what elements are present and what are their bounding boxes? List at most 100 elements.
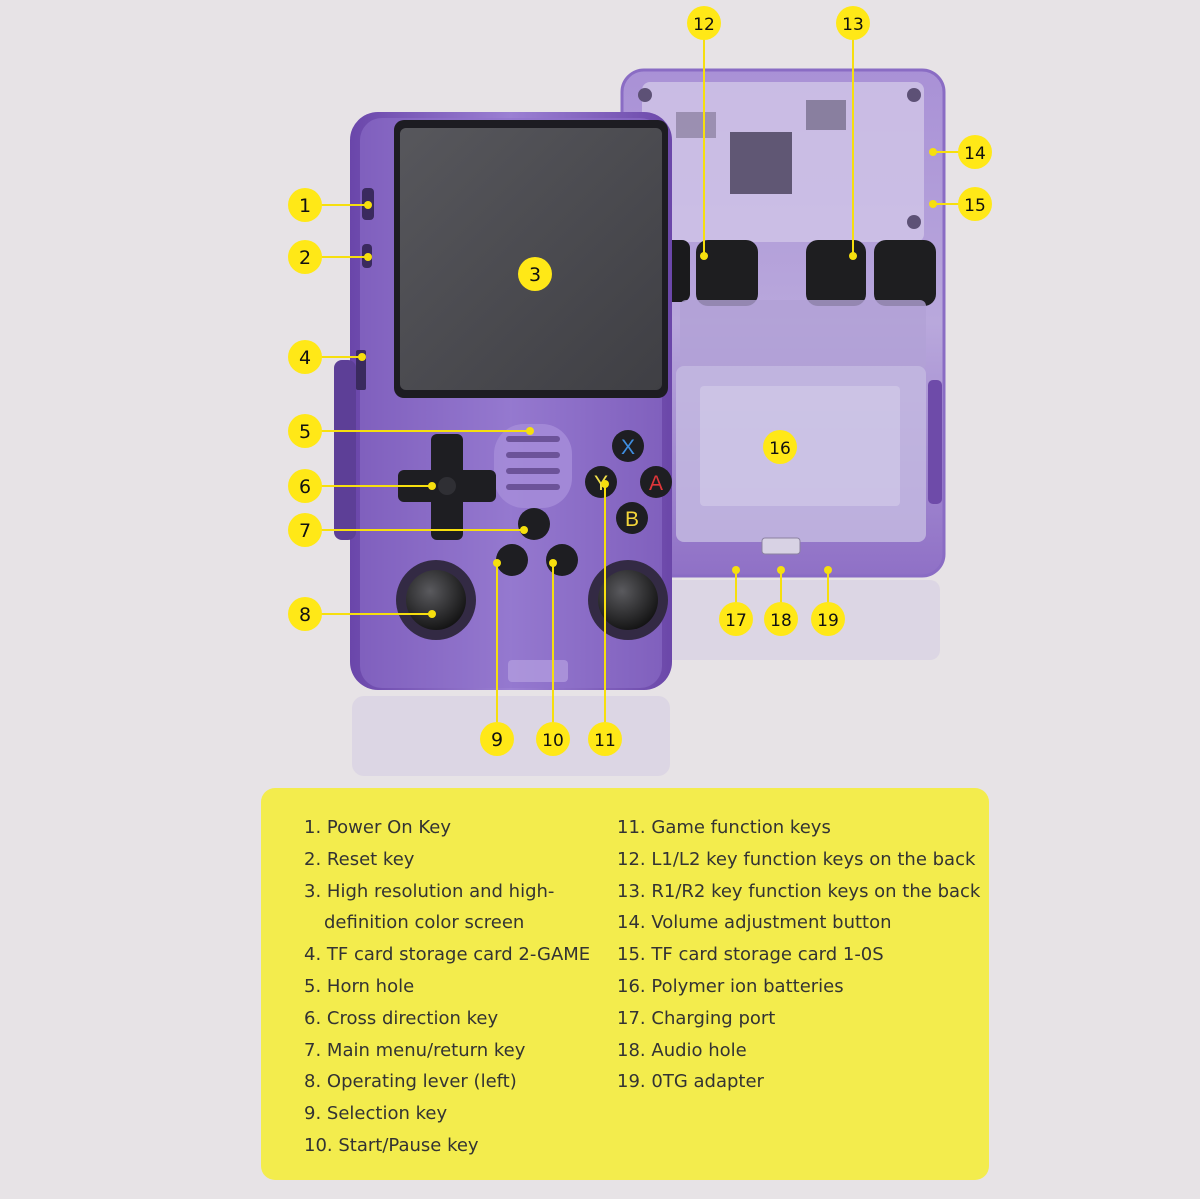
battery-label: [700, 386, 900, 506]
button-b[interactable]: [616, 502, 648, 534]
callout-number-2: 2: [299, 247, 311, 269]
legend-item-number: 10.: [304, 1134, 333, 1156]
leader-dot-7: [520, 526, 528, 534]
callout-number-13: 13: [842, 15, 864, 35]
legend-item: 9. Selection key: [304, 1098, 590, 1130]
callout-badge-9: [480, 722, 514, 756]
legend-item-text: Main menu/return key: [326, 1039, 526, 1061]
right-stick[interactable]: [598, 570, 658, 630]
callout-badge-1: [288, 188, 322, 222]
legend-item-number: 6.: [304, 1007, 322, 1029]
leader-dot-2: [364, 253, 372, 261]
leader-dot-17: [732, 566, 740, 574]
legend-item-text: Charging port: [651, 1007, 776, 1029]
legend-item: 10. Start/Pause key: [304, 1130, 590, 1162]
callout-badge-3: [518, 257, 552, 291]
button-b-label: B: [625, 508, 639, 531]
callout-number-12: 12: [693, 15, 715, 35]
legend-item-text: TF card storage card 2-GAME: [326, 944, 591, 966]
callout-number-19: 19: [817, 611, 839, 631]
callout-number-11: 11: [594, 731, 616, 751]
callout-number-15: 15: [964, 196, 986, 216]
legend-item-text: Cross direction key: [326, 1007, 499, 1029]
legend-item-number: 17.: [617, 1007, 646, 1029]
button-x[interactable]: [612, 430, 644, 462]
callout-badge-18: [764, 602, 798, 636]
leader-dot-9: [493, 559, 501, 567]
legend-item-number: 2.: [304, 848, 322, 870]
callout-number-5: 5: [299, 421, 311, 443]
legend-item: 4. TF card storage card 2-GAME: [304, 939, 590, 971]
callout-badge-10: [536, 722, 570, 756]
chip-small: [806, 100, 846, 130]
button-a-label: A: [649, 472, 663, 495]
legend-item: 7. Main menu/return key: [304, 1035, 590, 1067]
legend-item-number: 15.: [617, 944, 646, 966]
legend-item-number: 8.: [304, 1071, 322, 1093]
callout-badge-8: [288, 597, 322, 631]
menu-key[interactable]: [518, 508, 550, 540]
dpad[interactable]: [398, 434, 496, 540]
callout-badge-19: [811, 602, 845, 636]
legend-item-number: 1.: [304, 817, 322, 838]
callout-number-3: 3: [529, 264, 541, 286]
button-x-label: X: [621, 436, 635, 459]
speaker-slot: [506, 484, 560, 490]
legend-item-text: Audio hole: [651, 1039, 747, 1061]
left-grip: [334, 360, 356, 540]
legend-item-continuation: definition color screen: [324, 912, 525, 934]
leader-dot-18: [777, 566, 785, 574]
callout-number-17: 17: [725, 611, 747, 631]
legend-item-text: Reset key: [326, 848, 415, 870]
legend-item: 15. TF card storage card 1-0S: [617, 939, 980, 971]
callout-number-6: 6: [299, 476, 311, 498]
leader-dot-4: [358, 353, 366, 361]
legend-item: 6. Cross direction key: [304, 1003, 590, 1035]
callout-badge-5: [288, 414, 322, 448]
legend-item-number: 12.: [617, 848, 646, 870]
callout-number-4: 4: [299, 347, 311, 369]
leader-dot-10: [549, 559, 557, 567]
legend-item: 12. L1/L2 key function keys on the back: [617, 844, 980, 876]
legend-item: 2. Reset key: [304, 844, 590, 876]
callout-badge-14: [958, 135, 992, 169]
callout-number-14: 14: [964, 144, 986, 164]
callout-badge-17: [719, 602, 753, 636]
leader-dot-13: [849, 252, 857, 260]
legend-item-text: High resolution and high-: [326, 880, 555, 902]
shoulder-l1-button[interactable]: [696, 240, 758, 306]
select-key[interactable]: [496, 544, 528, 576]
shoulder-r2-button[interactable]: [874, 240, 936, 306]
legend-item-text: Start/Pause key: [338, 1134, 479, 1156]
legend-item: 11. Game function keys: [617, 812, 980, 844]
shoulder-r1-button[interactable]: [806, 240, 866, 306]
dpad-center: [438, 477, 456, 495]
leader-dot-15: [929, 200, 937, 208]
callout-number-16: 16: [769, 439, 791, 459]
bottom-port: [508, 660, 568, 682]
legend-item-text: Game function keys: [651, 817, 831, 838]
legend-item-number: 13.: [617, 880, 646, 902]
speaker-slot: [506, 436, 560, 442]
callout-badge-15: [958, 187, 992, 221]
callout-number-8: 8: [299, 604, 311, 626]
leader-dot-1: [364, 201, 372, 209]
callout-badge-7: [288, 513, 322, 547]
callout-number-7: 7: [299, 520, 311, 542]
legend-item-number: 16.: [617, 975, 646, 997]
legend-item-text: Selection key: [326, 1103, 448, 1125]
legend-item-number: 9.: [304, 1103, 322, 1125]
legend-item-number: 7.: [304, 1039, 322, 1061]
legend-item-number: 11.: [617, 817, 646, 838]
legend-item-text: 0TG adapter: [651, 1071, 764, 1093]
legend-panel: [261, 788, 989, 1180]
legend-item-number: 3.: [304, 880, 322, 902]
leader-dot-11: [601, 480, 609, 488]
button-a[interactable]: [640, 466, 672, 498]
legend-item-number: 19.: [617, 1071, 646, 1093]
speaker-slot: [506, 452, 560, 458]
button-y[interactable]: [585, 466, 617, 498]
callout-number-1: 1: [299, 195, 311, 217]
left-stick[interactable]: [406, 570, 466, 630]
